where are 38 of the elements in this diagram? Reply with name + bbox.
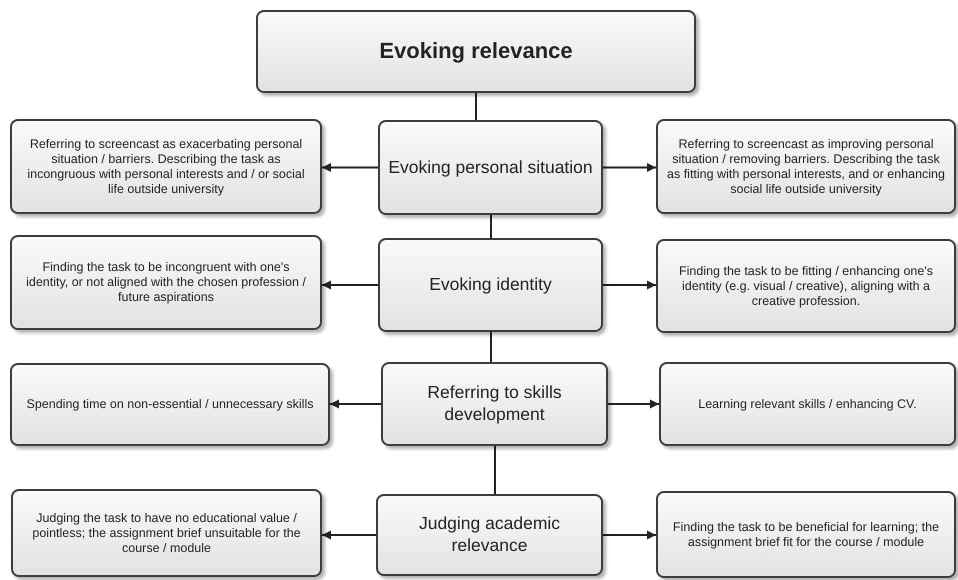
description-box xyxy=(659,362,956,446)
arrow xyxy=(603,280,656,290)
description-box xyxy=(656,239,956,333)
box-text: Referring to skills development xyxy=(426,382,563,426)
description-box xyxy=(656,491,956,578)
arrow xyxy=(330,400,381,408)
category-box xyxy=(381,362,608,446)
arrow xyxy=(603,163,656,172)
box-text: Finding the task to be incongruent with one's identity, or not aligned with the chosen profession / future aspirations xyxy=(25,260,307,305)
connector-line xyxy=(475,93,477,120)
box-text: Evoking identity xyxy=(429,274,552,296)
box-text: Evoking personal situation xyxy=(388,156,593,178)
box-text: Learning relevant skills / enhancing CV. xyxy=(698,396,917,412)
description-box xyxy=(11,489,322,577)
box-text: Referring to screencast as improving personal situation / removing barriers. Describing the task as fitting with personal interests, and or enhancing social life outside university xyxy=(666,136,946,196)
connector-line xyxy=(490,332,492,362)
box-text: Judging the task to have no educational value / pointless; the assignment brief unsuitable for the course / module xyxy=(31,510,302,556)
description-box xyxy=(10,119,322,214)
connector-line xyxy=(490,215,492,238)
box-text: Referring to screencast as exacerbating personal situation / barriers. Describing the task as incongruous with personal interests and / or social life outside university xyxy=(26,136,306,196)
arrow xyxy=(322,280,378,290)
box-text: Finding the task to be fitting / enhancing one's identity (e.g. visual / creative), aligning with a creative profession. xyxy=(678,264,934,308)
arrow xyxy=(322,530,376,540)
box-text: Judging academic relevance xyxy=(418,513,562,557)
category-box xyxy=(378,120,603,215)
category-box xyxy=(378,238,603,332)
title-text: Evoking relevance xyxy=(379,38,573,65)
arrow xyxy=(608,400,659,408)
description-box xyxy=(10,363,330,446)
arrow xyxy=(603,530,656,540)
connector-line xyxy=(494,446,496,494)
box-text: Spending time on non-essential / unnecessary skills xyxy=(26,397,314,412)
box-text: Finding the task to be beneficial for learning; the assignment brief fit for the course / module xyxy=(672,520,940,550)
description-box xyxy=(656,119,956,214)
category-box xyxy=(376,494,603,576)
description-box xyxy=(10,235,322,330)
title-box xyxy=(256,10,696,93)
arrow xyxy=(322,163,378,172)
